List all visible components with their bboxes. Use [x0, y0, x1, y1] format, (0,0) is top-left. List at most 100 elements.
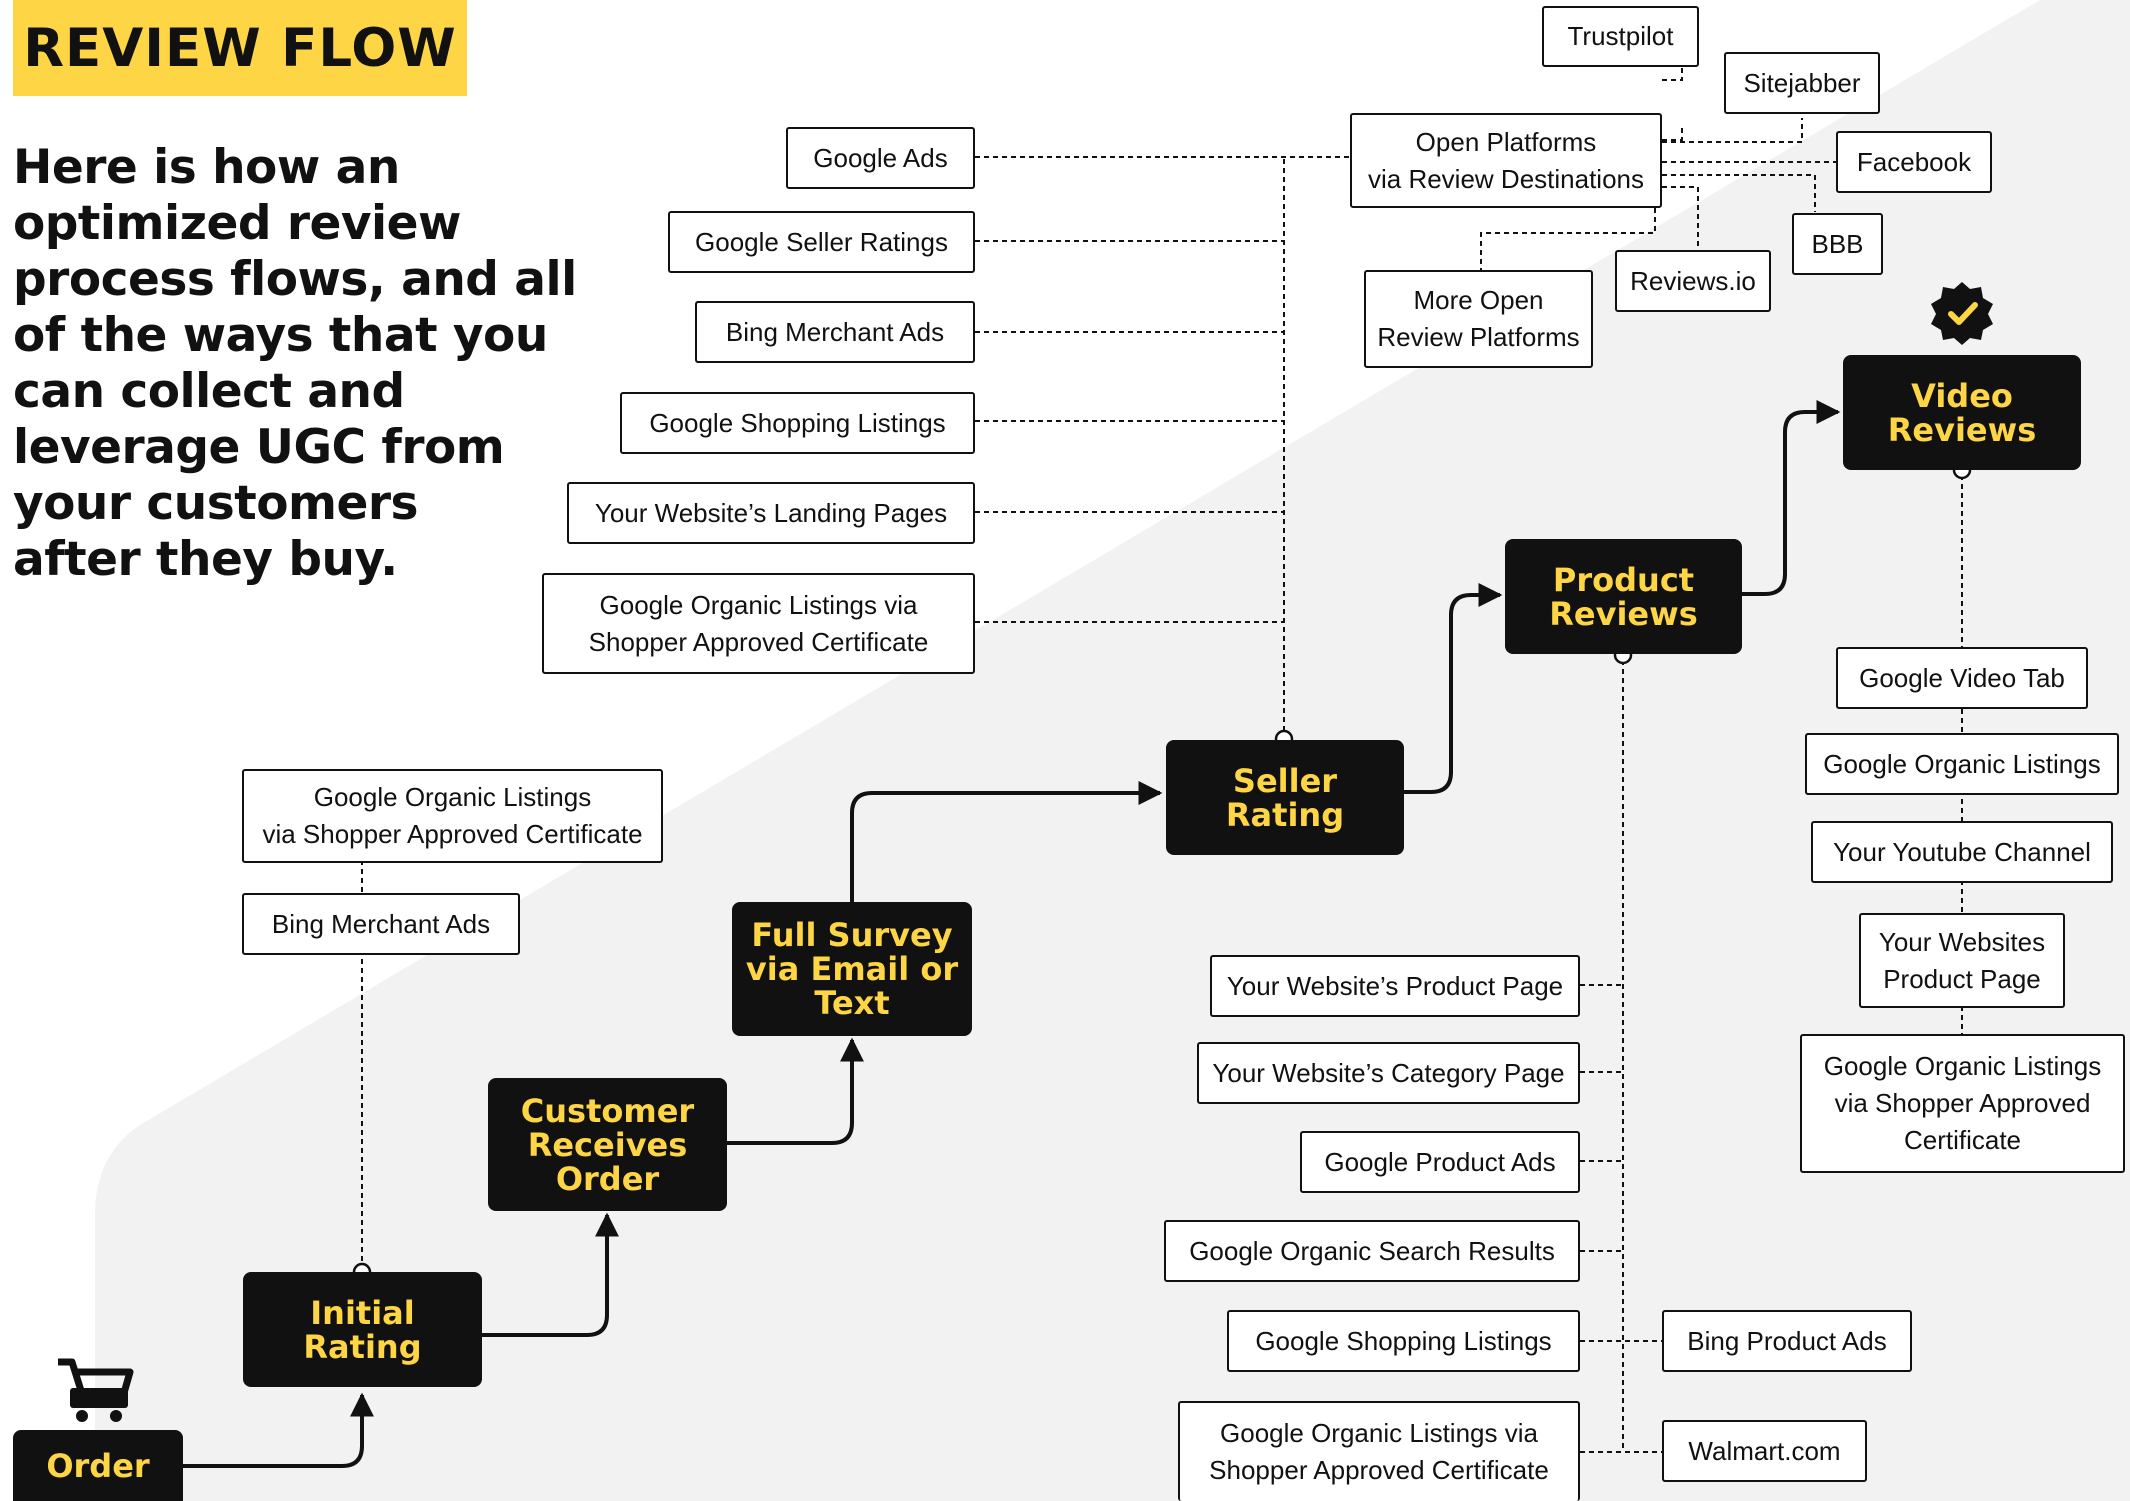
destination-label: Google Organic Listings [1823, 748, 2101, 779]
destination-label: Google Seller Ratings [695, 226, 948, 257]
stage-label: Seller [1232, 761, 1338, 800]
stage-label: Order [555, 1159, 660, 1198]
flow-arrow-customer-to-survey [727, 1037, 864, 1145]
destination-box: Google Video Tab [1836, 647, 2088, 709]
flow-arrow-seller-to-product [1404, 583, 1503, 794]
open-platforms-hub: Open Platforms via Review Destinations [1350, 113, 1662, 208]
destination-label: Sitejabber [1743, 67, 1861, 98]
destination-label: Google Shopping Listings [1255, 1325, 1552, 1356]
destination-box: Your Website’s Product Page [1210, 955, 1580, 1017]
destination-label: via Review Destinations [1367, 163, 1644, 194]
destination-box: Bing Merchant Ads [695, 301, 975, 363]
intro-line: Here is how an [13, 140, 400, 195]
destination-label: Trustpilot [1567, 21, 1674, 51]
destination-box: Google Organic Listings [1805, 733, 2119, 795]
intro-line: leverage UGC from [13, 420, 505, 475]
shopping-cart-icon [58, 1358, 134, 1422]
flow-arrow-survey-to-seller [850, 781, 1163, 902]
destination-label: Google Organic Search Results [1189, 1235, 1555, 1266]
destination-label: Your Websites [1878, 926, 2046, 957]
title-banner: REVIEW FLOW [13, 0, 467, 96]
destination-label: Google Organic Listings [1823, 1051, 2102, 1081]
stage-label: Reviews [1887, 410, 2037, 449]
destination-box: Google Seller Ratings [668, 211, 975, 273]
intro-line: can collect and [13, 364, 405, 419]
destination-box: Your Youtube Channel [1811, 821, 2113, 883]
destination-label: BBB [1811, 228, 1864, 259]
stage-label: via Email or [745, 950, 959, 988]
stage-label: Order [46, 1446, 150, 1485]
stage-video-reviews: Video Reviews [1843, 355, 2081, 470]
destination-label: Open Platforms [1415, 126, 1597, 157]
destination-label: Your Website’s Landing Pages [594, 497, 948, 528]
destination-label: Shopper Approved Certificate [588, 626, 929, 657]
stage-label: Full Survey [751, 916, 953, 954]
platform-trustpilot: Trustpilot [1542, 6, 1699, 67]
destination-box: Your Website’s Landing Pages [567, 482, 975, 544]
destination-label: Bing Product Ads [1687, 1325, 1887, 1356]
destination-label: Reviews.io [1630, 265, 1756, 296]
platform-facebook: Facebook [1836, 131, 1992, 193]
destination-box: Google Organic Listings via Shopper Appr… [242, 769, 663, 863]
destination-box: Your Website’s Category Page [1197, 1042, 1580, 1104]
destination-label: Certificate [1903, 1125, 2022, 1155]
stage-customer-receives-order: Customer Receives Order [488, 1078, 727, 1211]
destination-label: Google Organic Listings via [599, 589, 918, 620]
stage-label: Rating [1225, 795, 1345, 834]
destination-label: Google Video Tab [1859, 662, 2065, 693]
stage-label: Reviews [1549, 594, 1698, 633]
destination-label: Google Organic Listings [313, 782, 592, 812]
stage-seller-rating: Seller Rating [1166, 740, 1404, 855]
destination-label: Review Platforms [1377, 322, 1580, 352]
destination-label: More Open [1413, 285, 1544, 315]
stage-label: Rating [303, 1327, 422, 1366]
flow-arrow-order-to-initial [183, 1392, 374, 1468]
destination-label: Bing Merchant Ads [271, 908, 491, 939]
stage-label: Initial [310, 1293, 415, 1332]
platform-reviews-io: Reviews.io [1615, 250, 1771, 312]
intro-line: of the ways that you [13, 308, 548, 363]
destination-box: Google Ads [786, 127, 975, 189]
verified-badge-icon [1931, 282, 1993, 345]
destination-label: Google Shopping Listings [649, 407, 946, 438]
destination-label: via Shopper Approved Certificate [262, 819, 643, 849]
destination-box: Bing Merchant Ads [242, 893, 520, 955]
platform-more-open: More Open Review Platforms [1364, 270, 1593, 368]
destination-label: via Shopper Approved [1834, 1088, 2091, 1118]
destination-connectors [361, 60, 1963, 1453]
stage-full-survey: Full Survey via Email or Text [732, 902, 972, 1036]
stage-initial-rating: Initial Rating [243, 1272, 482, 1387]
flow-arrow-product-to-video [1742, 400, 1841, 596]
destination-label: Product Page [1883, 963, 2041, 994]
destination-box: Bing Product Ads [1662, 1310, 1912, 1372]
destination-box: Google Organic Listings via Shopper Appr… [1178, 1401, 1580, 1501]
destination-label: Your Website’s Category Page [1212, 1057, 1565, 1088]
destination-label: Your Website’s Product Page [1226, 970, 1564, 1001]
destination-label: Google Product Ads [1324, 1146, 1556, 1177]
destination-label: Bing Merchant Ads [725, 316, 945, 347]
platform-bbb: BBB [1792, 213, 1883, 275]
destination-box: Google Organic Listings via Shopper Appr… [542, 573, 975, 674]
destination-label: Walmart.com [1688, 1435, 1841, 1466]
destination-box: Google Organic Listings via Shopper Appr… [1800, 1034, 2125, 1173]
destination-label: Google Ads [813, 142, 948, 173]
destination-box: Google Product Ads [1300, 1131, 1580, 1193]
stage-label: Product [1552, 560, 1695, 599]
intro-line: after they buy. [13, 532, 398, 587]
destination-label: Shopper Approved Certificate [1209, 1455, 1549, 1485]
stage-product-reviews: Product Reviews [1505, 539, 1742, 654]
destination-label: Facebook [1856, 146, 1972, 177]
intro-line: process flows, and all [13, 252, 577, 307]
stage-order: Order [13, 1430, 183, 1501]
destination-box: Google Organic Search Results [1164, 1220, 1580, 1282]
intro-line: optimized review [13, 196, 461, 251]
destination-box: Google Shopping Listings [620, 392, 975, 454]
flow-arrow-initial-to-customer [482, 1212, 619, 1337]
destination-label: Your Youtube Channel [1833, 836, 2091, 867]
destination-box: Walmart.com [1662, 1420, 1867, 1482]
intro-text: Here is how an optimized review process … [13, 140, 577, 588]
destination-box: Google Shopping Listings [1227, 1310, 1580, 1372]
platform-sitejabber: Sitejabber [1724, 52, 1880, 114]
stage-label: Customer [520, 1091, 695, 1130]
main-flow-connectors [183, 400, 1841, 1468]
